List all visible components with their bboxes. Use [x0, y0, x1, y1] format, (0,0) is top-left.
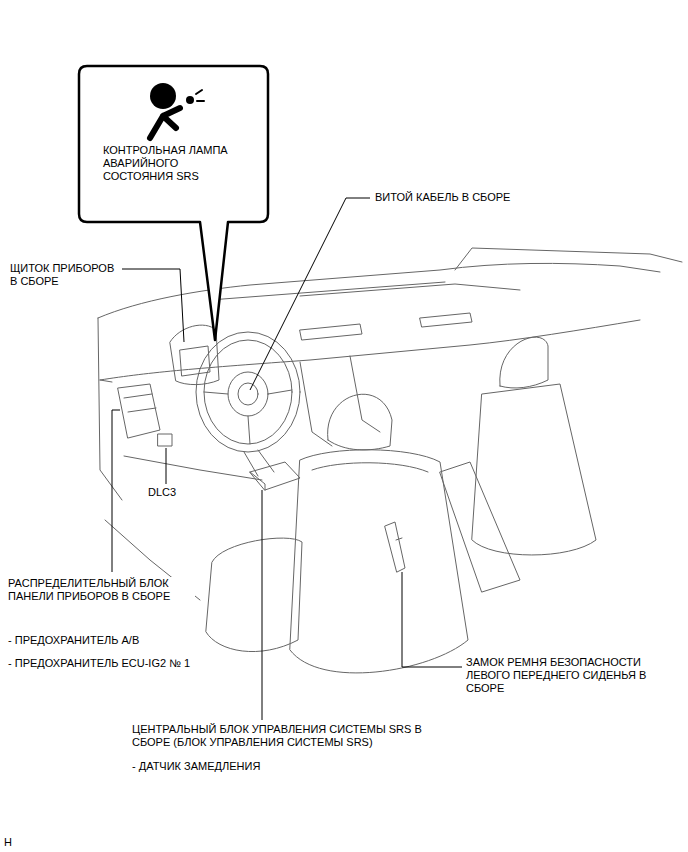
instrument-cluster [170, 325, 219, 385]
fuse-label: - ПРЕДОХРАНИТЕЛЬ ECU-IG2 № 1 [7, 657, 191, 670]
leader-line [166, 448, 167, 484]
driver-cushion [206, 538, 302, 652]
sensor-label: - ДАТЧИК ЗАМЕДЛЕНИЯ [131, 760, 261, 773]
part-label: ЩИТОК ПРИБОРОВ В СБОРЕ [9, 262, 121, 288]
center-console [440, 462, 520, 592]
center-stack [300, 356, 380, 446]
lamp-name: КОНТРОЛЬНАЯ ЛАМПА АВАРИЙНОГО СОСТОЯНИЯ S… [103, 144, 243, 183]
windshield-line [210, 282, 520, 300]
callout-outline [79, 66, 268, 340]
seat-belt-buckle [385, 522, 405, 572]
icon-body [150, 108, 180, 138]
srs-ecu [250, 462, 300, 490]
leader-line [402, 572, 462, 667]
icon-head [150, 83, 176, 109]
passenger-headrest [500, 337, 548, 388]
icon-rays [196, 90, 204, 101]
steering-spokes [204, 390, 292, 444]
dlc3-connector [158, 434, 172, 446]
callout-box: КОНТРОЛЬНАЯ ЛАМПА АВАРИЙНОГО СОСТОЯНИЯ S… [79, 66, 268, 222]
leader-line [122, 269, 184, 342]
driver-seatback [290, 450, 468, 673]
steering-hub [238, 383, 258, 405]
fuse-label: - ПРЕДОХРАНИТЕЛЬ A/B [7, 634, 140, 647]
part-label: ВИТОЙ КАБЕЛЬ В СБОРЕ [374, 191, 511, 204]
part-label: ЗАМОК РЕМНЯ БЕЗОПАСНОСТИ ЛЕВОГО ПЕРЕДНЕГ… [465, 656, 667, 695]
junction-block [118, 384, 160, 438]
driver-headrest [328, 394, 392, 450]
steering-wheel-rim [196, 332, 300, 452]
left-door [98, 318, 122, 500]
steering-wheel-inner [204, 340, 292, 444]
steering-column [244, 450, 274, 476]
leader-line [262, 490, 263, 720]
leader-line [112, 410, 120, 572]
a-pillar [455, 248, 682, 270]
spiral-cable [228, 372, 268, 416]
part-label: ЦЕНТРАЛЬНЫЙ БЛОК УПРАВЛЕНИЯ СИСТЕМЫ SRS … [131, 723, 433, 749]
dashboard-vent [300, 313, 472, 340]
figure-code: H [3, 836, 13, 849]
leader-line [250, 198, 370, 390]
airbag-warning-icon [150, 83, 204, 138]
part-label: РАСПРЕДЕЛИТЕЛЬНЫЙ БЛОК ПАНЕЛИ ПРИБОРОВ В… [7, 577, 195, 603]
passenger-seatback [472, 384, 596, 555]
connector-label: DLC3 [147, 486, 177, 499]
icon-airbag [186, 96, 194, 104]
